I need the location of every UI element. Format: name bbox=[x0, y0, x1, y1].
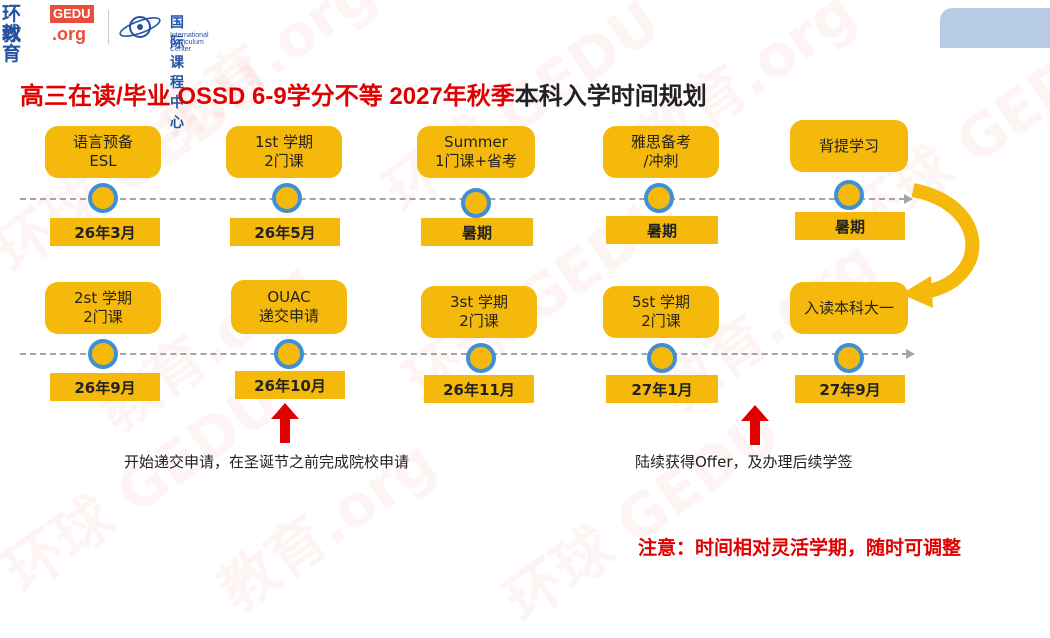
time-label: 暑期 bbox=[606, 216, 718, 244]
timeline-dot bbox=[274, 339, 304, 369]
timeline-row1-arrow bbox=[904, 194, 913, 204]
note-offer-visa: 陆续获得Offer，及办理后续学签 bbox=[635, 453, 853, 471]
timeline-dot bbox=[272, 183, 302, 213]
time-label: 暑期 bbox=[795, 212, 905, 240]
timeline-dot bbox=[88, 339, 118, 369]
arrow-up-icon bbox=[271, 403, 299, 443]
logo-icc-en: International Curriculum Center bbox=[170, 32, 209, 53]
time-label: 26年3月 bbox=[50, 218, 160, 246]
time-label: 26年5月 bbox=[230, 218, 340, 246]
timeline-dot bbox=[644, 183, 674, 213]
time-label: 暑期 bbox=[421, 218, 533, 246]
title-part1: 高三在读/毕业 OSSD 6-9学分不等 bbox=[20, 83, 390, 110]
timeline-row2 bbox=[20, 353, 908, 355]
timeline-dot bbox=[88, 183, 118, 213]
time-label: 26年11月 bbox=[424, 375, 534, 403]
timeline-dot bbox=[461, 188, 491, 218]
stage-box: OUAC 递交申请 bbox=[231, 280, 347, 334]
time-label: 26年10月 bbox=[235, 371, 345, 399]
logo-gedu: GEDU bbox=[50, 5, 94, 23]
timeline-dot bbox=[647, 343, 677, 373]
stage-box: 1st 学期 2门课 bbox=[226, 126, 342, 178]
stage-box: 5st 学期 2门课 bbox=[603, 286, 719, 338]
time-label: 26年9月 bbox=[50, 373, 160, 401]
curved-connector-arrow bbox=[901, 183, 980, 308]
logo-divider bbox=[108, 10, 109, 44]
stage-box: 背提学习 bbox=[790, 120, 908, 172]
stage-box: 2st 学期 2门课 bbox=[45, 282, 161, 334]
globe-icon bbox=[119, 16, 161, 38]
stage-box: 入读本科大一 bbox=[790, 282, 908, 334]
page-title: 高三在读/毕业 OSSD 6-9学分不等 2027年秋季本科入学时间规划 bbox=[20, 76, 707, 111]
stage-box: 语言预备 ESL bbox=[45, 126, 161, 178]
warning-note: 注意：时间相对灵活学期，随时可调整 bbox=[638, 537, 962, 559]
timeline-dot bbox=[834, 343, 864, 373]
stage-box: 3st 学期 2门课 bbox=[421, 286, 537, 338]
logo-icc-cn: 国际课程中心 bbox=[170, 15, 184, 131]
stage-box: Summer 1门课+省考 bbox=[417, 126, 535, 178]
time-label: 27年1月 bbox=[606, 375, 718, 403]
title-part3: 本科入学时间规划 bbox=[514, 83, 707, 110]
title-part2: 2027年秋季 bbox=[389, 83, 515, 110]
note-submit-application: 开始递交申请，在圣诞节之前完成院校申请 bbox=[124, 453, 410, 471]
timeline-dot bbox=[466, 343, 496, 373]
logo-cn-line2: 教育 bbox=[2, 23, 23, 65]
logo-org: .org bbox=[52, 24, 86, 44]
logo-cn-line1: 环球 bbox=[2, 3, 23, 45]
timeline-dot bbox=[834, 180, 864, 210]
stage-box: 雅思备考 /冲刺 bbox=[603, 126, 719, 178]
arrow-up-icon bbox=[741, 405, 769, 445]
timeline-row2-arrow bbox=[906, 349, 915, 359]
corner-decoration bbox=[940, 8, 1050, 48]
time-label: 27年9月 bbox=[795, 375, 905, 403]
